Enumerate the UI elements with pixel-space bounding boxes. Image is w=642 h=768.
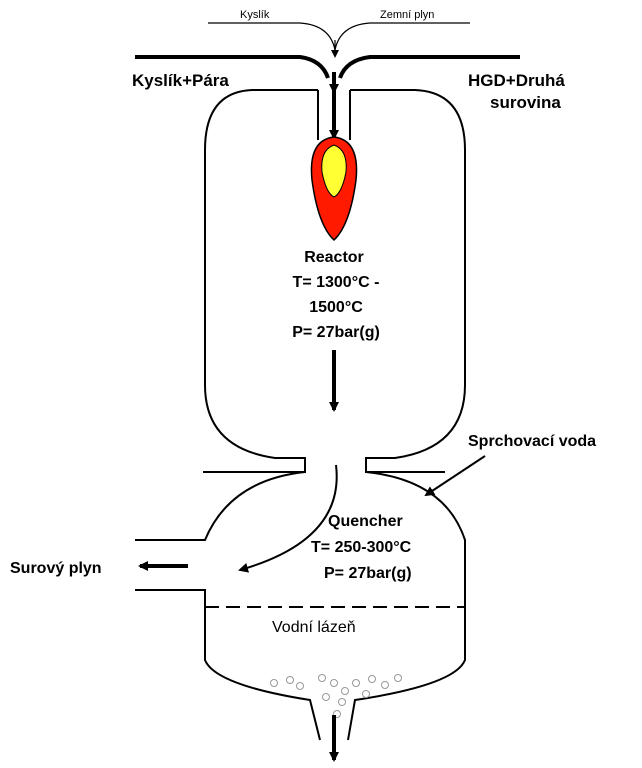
zemni-plyn-feed-line [334, 22, 470, 51]
label-reactor-pressure: P= 27bar(g) [292, 324, 380, 341]
flame-inner [321, 144, 347, 198]
label-zemni-plyn: Zemní plyn [380, 9, 434, 21]
reactor-vessel [203, 89, 466, 473]
kyslik-feed-line [208, 22, 336, 51]
label-quencher-pressure: P= 27bar(g) [324, 565, 412, 582]
label-hgd-line2: surovina [490, 93, 561, 112]
label-surovy-plyn: Surový plyn [10, 560, 102, 577]
label-kyslik-para: Kyslík+Pára [132, 71, 229, 90]
quench-water-arrow [424, 455, 486, 497]
label-hgd-line1: HGD+Druhá [468, 71, 565, 90]
hgd-feed-line [338, 55, 520, 79]
label-sprchovaci-voda: Sprchovací voda [468, 433, 596, 450]
label-quencher-temp: T= 250-300°C [311, 539, 412, 556]
gas-flow-curve [238, 464, 338, 573]
quencher-vessel [135, 471, 466, 741]
label-reactor-temp1: T= 1300°C - [293, 274, 380, 291]
label-reactor: Reactor [304, 249, 364, 266]
label-kyslik-top: Kyslík [240, 9, 270, 21]
kyslik-para-feed-line [135, 55, 330, 79]
label-quencher: Quencher [328, 513, 403, 530]
label-vodni-lazen: Vodní lázeň [272, 619, 356, 636]
bubbles [270, 674, 402, 718]
label-reactor-temp2: 1500°C [309, 299, 363, 316]
